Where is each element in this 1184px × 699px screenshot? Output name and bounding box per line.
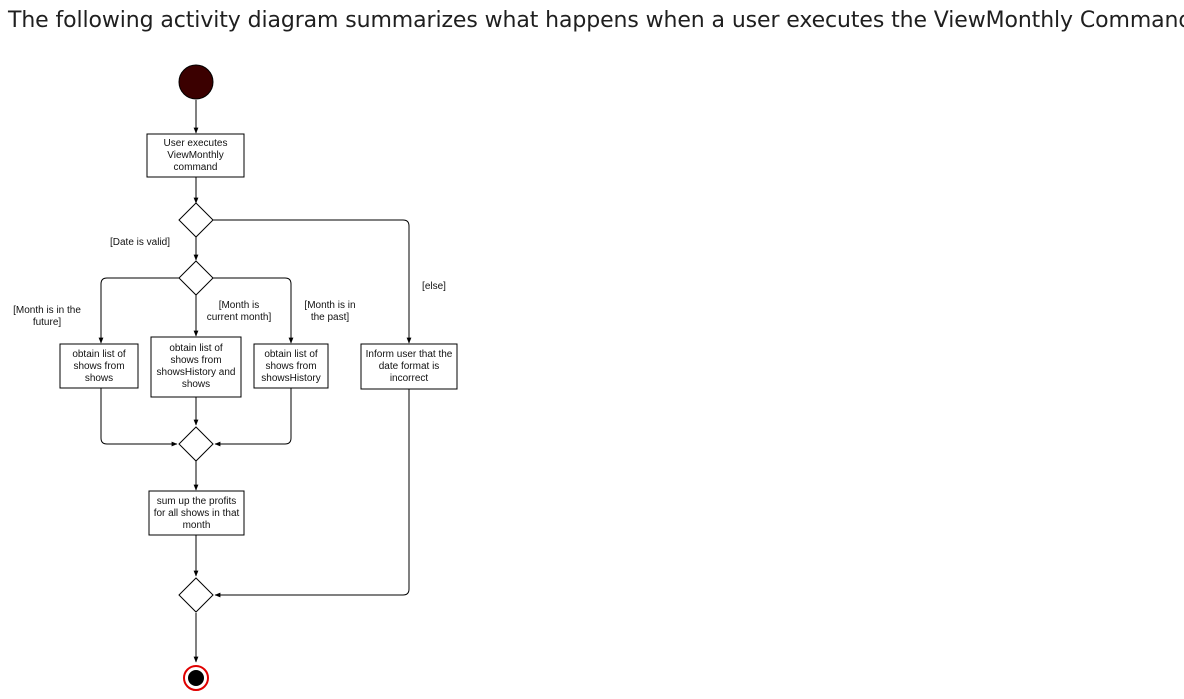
decision-date-valid [178, 202, 214, 238]
action-past-shows-box [253, 343, 329, 389]
merge-month-branches [178, 426, 214, 462]
edge-future-to-merge [100, 388, 178, 447]
end-node-dot [188, 670, 204, 686]
label-line: [Month is in the [13, 305, 81, 316]
action-user-executes-box [146, 133, 245, 178]
edge-decision1-else-branch [213, 219, 412, 344]
action-inform-user-box [360, 343, 458, 390]
merge-final [178, 577, 214, 613]
label-line: Inform user that the [366, 349, 453, 360]
label-line: obtain list of [169, 343, 223, 354]
guard-else: [else] [422, 281, 446, 292]
label-line: month [183, 520, 211, 531]
label-line: command [174, 162, 218, 173]
label-line: ViewMonthly [167, 150, 224, 161]
label-line: shows [182, 379, 210, 390]
edge-decision2-to-past [213, 277, 294, 344]
intro-text: The following activity diagram summarize… [8, 8, 1184, 33]
edge-past-to-merge [214, 388, 292, 447]
label-line: [Date is valid] [110, 237, 170, 248]
label-line: shows from [170, 355, 221, 366]
label-line: date format is [379, 361, 440, 372]
guard-date-valid: [Date is valid] [110, 237, 170, 248]
label-line: sum up the profits [157, 496, 236, 507]
edge-decision2-to-future [98, 277, 179, 344]
label-line: [else] [422, 281, 446, 292]
label-line: [Month is in [304, 300, 355, 311]
label-line: showsHistory and [157, 367, 236, 378]
label-line: showsHistory [261, 373, 320, 384]
label-line: the past] [311, 312, 350, 323]
edges [98, 100, 412, 663]
start-node [178, 64, 214, 100]
action-future-shows-box [59, 343, 139, 389]
label-line: future] [33, 317, 62, 328]
label-line: shows [85, 373, 113, 384]
decision-month [178, 260, 214, 296]
label-line: [Month is [219, 300, 260, 311]
label-line: incorrect [390, 373, 429, 384]
action-current-shows-box [150, 336, 242, 398]
action-sum-profits-box [148, 490, 245, 536]
label-line: for all shows in that [154, 508, 240, 519]
label-line: shows from [73, 361, 124, 372]
label-line: obtain list of [264, 349, 318, 360]
label-line: User executes [164, 138, 228, 149]
label-line: obtain list of [72, 349, 126, 360]
edge-inform-to-final-merge [214, 389, 410, 598]
label-line: current month] [207, 312, 272, 323]
label-line: shows from [265, 361, 316, 372]
